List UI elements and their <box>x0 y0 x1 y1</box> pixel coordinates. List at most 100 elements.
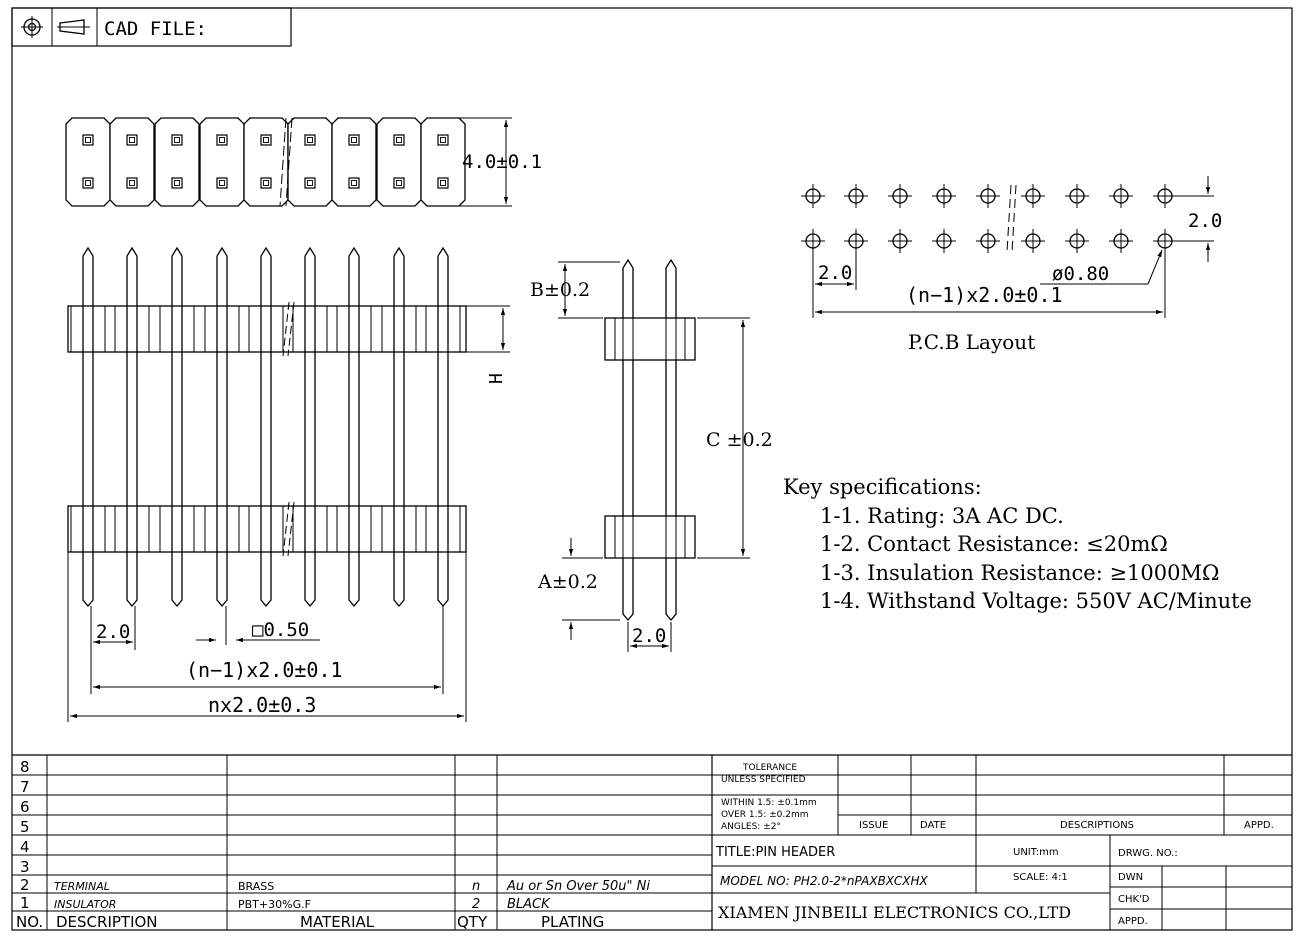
pin-square-dimension-label: □0.50 <box>252 619 309 641</box>
top-view <box>65 117 466 207</box>
front-view-dimensions: H 2.0 □0.50 (n−1)x2.0±0.1 nx2.0±0.3 <box>67 305 510 722</box>
sheet-border <box>11 7 1293 931</box>
front-pin <box>216 246 228 608</box>
bom-qty-cell: n <box>472 879 480 894</box>
b-dimension-label: B±0.2 <box>530 279 590 301</box>
pcb-hole <box>1021 229 1045 253</box>
bom-no-cell: 7 <box>20 778 30 796</box>
side-pin-left <box>622 258 634 622</box>
side-pin-right <box>665 258 677 622</box>
pcb-hole <box>844 184 868 208</box>
pcb-hole <box>1065 229 1089 253</box>
front-pin <box>82 246 94 608</box>
scale-label: SCALE: 4:1 <box>1013 872 1068 883</box>
pin-square-mark <box>82 177 94 189</box>
pin-square-mark <box>393 177 405 189</box>
top-view-housing-cell <box>154 117 200 207</box>
top-view-housing-cell <box>287 117 333 207</box>
pin-square-mark <box>171 134 183 146</box>
pcb-hole <box>888 229 912 253</box>
bom-row: 7 <box>20 778 30 796</box>
pin-square-mark <box>260 177 272 189</box>
pcb-layout-title: P.C.B Layout <box>908 330 1035 354</box>
top-view-housing-cell <box>420 117 466 207</box>
pin-square-mark <box>82 134 94 146</box>
pcb-span-label: (n−1)x2.0±0.1 <box>906 283 1063 307</box>
bom-plating-cell: Au or Sn Over 50u" Ni <box>506 879 650 894</box>
cad-file-label: CAD FILE: <box>104 18 207 40</box>
a-dimension-label: A±0.2 <box>537 571 598 593</box>
pin-square-mark <box>348 134 360 146</box>
pcb-hole <box>932 184 956 208</box>
approved-by-label: APPD. <box>1118 916 1148 927</box>
top-view-dimension: 4.0±0.1 <box>456 117 542 207</box>
key-specifications: Key specifications: 1-1. Rating: 3A AC D… <box>783 475 1252 613</box>
pcb-vertical-pitch-label: 2.0 <box>1188 210 1222 232</box>
pcb-hole <box>976 229 1000 253</box>
height-dimension-label: 4.0±0.1 <box>462 151 542 173</box>
side-view <box>604 258 696 622</box>
bom-row: 5 <box>20 818 30 836</box>
bom-no-cell: 6 <box>20 798 30 816</box>
pin-square-mark <box>216 134 228 146</box>
pcb-layout <box>801 184 1177 253</box>
pcb-horizontal-pitch-label: 2.0 <box>818 262 852 284</box>
pcb-layout-dimensions: 2.0 2.0 ø0.80 (n−1)x2.0±0.1 P.C.B Layout <box>812 176 1222 354</box>
specs-heading: Key specifications: <box>783 475 982 499</box>
front-pin <box>348 246 360 608</box>
side-pitch-label: 2.0 <box>632 625 666 647</box>
tolerance-over: OVER 1.5: ±0.2mm <box>721 810 808 820</box>
bom-header-no: NO. <box>16 913 43 931</box>
bom-material-cell: PBT+30%G.F <box>238 898 311 911</box>
unit-label: UNIT:mm <box>1013 847 1059 858</box>
pcb-hole <box>801 184 825 208</box>
top-view-housing-cell <box>199 117 245 207</box>
pin-square-mark <box>437 134 449 146</box>
model-number: MODEL NO: PH2.0-2*nPAXBXCXHX <box>720 874 928 888</box>
side-insulator-top <box>604 317 696 361</box>
bom-no-cell: 4 <box>20 838 30 856</box>
tolerance-within: WITHIN 1.5: ±0.1mm <box>721 798 817 808</box>
bom-description-cell: TERMINAL <box>54 880 110 893</box>
bom-description-cell: INSULATOR <box>54 898 116 911</box>
spec-item: 1-3. Insulation Resistance: ≥1000MΩ <box>820 561 1219 585</box>
bom-header-material: MATERIAL <box>300 913 375 931</box>
company-name: XIAMEN JINBEILI ELECTRONICS CO.,LTD <box>718 903 1071 922</box>
bom-row: 3 <box>20 858 30 876</box>
appd-label: APPD. <box>1244 820 1274 831</box>
c-dimension-label: C ±0.2 <box>706 429 773 451</box>
span-n-dimension-label: nx2.0±0.3 <box>208 693 316 717</box>
projection-cone-icon <box>57 19 90 35</box>
side-view-dimensions: B±0.2 C ±0.2 A±0.2 2.0 <box>530 261 773 652</box>
pcb-hole <box>1109 184 1133 208</box>
projection-circle-icon <box>21 16 43 38</box>
front-pin <box>304 246 316 608</box>
pcb-hole <box>1065 184 1089 208</box>
drawing-number-label: DRWG. NO.: <box>1118 848 1178 859</box>
pin-square-mark <box>304 177 316 189</box>
pin-square-mark <box>171 177 183 189</box>
front-insulator <box>67 501 467 557</box>
bom-header-plating: PLATING <box>541 913 604 931</box>
bom-row: 6 <box>20 798 30 816</box>
bom-row: 4 <box>20 838 30 856</box>
pcb-hole <box>1021 184 1045 208</box>
bom-no-cell: 1 <box>20 894 30 912</box>
checked-by-label: CHK'D <box>1118 894 1150 905</box>
pin-square-mark <box>126 177 138 189</box>
pin-square-mark <box>216 177 228 189</box>
tolerance-angles: ANGLES: ±2° <box>721 822 781 832</box>
pcb-hole <box>888 184 912 208</box>
bom-no-cell: 3 <box>20 858 30 876</box>
pcb-hole-diameter-label: ø0.80 <box>1052 263 1109 285</box>
descriptions-label: DESCRIPTIONS <box>1060 820 1134 831</box>
top-view-housing-cell <box>65 117 111 207</box>
bom-no-cell: 5 <box>20 818 30 836</box>
spec-item: 1-4. Withstand Voltage: 550V AC/Minute <box>820 589 1252 613</box>
front-pin <box>126 246 138 608</box>
drawing-title: TITLE:PIN HEADER <box>715 845 835 860</box>
top-view-housing-cell <box>376 117 422 207</box>
